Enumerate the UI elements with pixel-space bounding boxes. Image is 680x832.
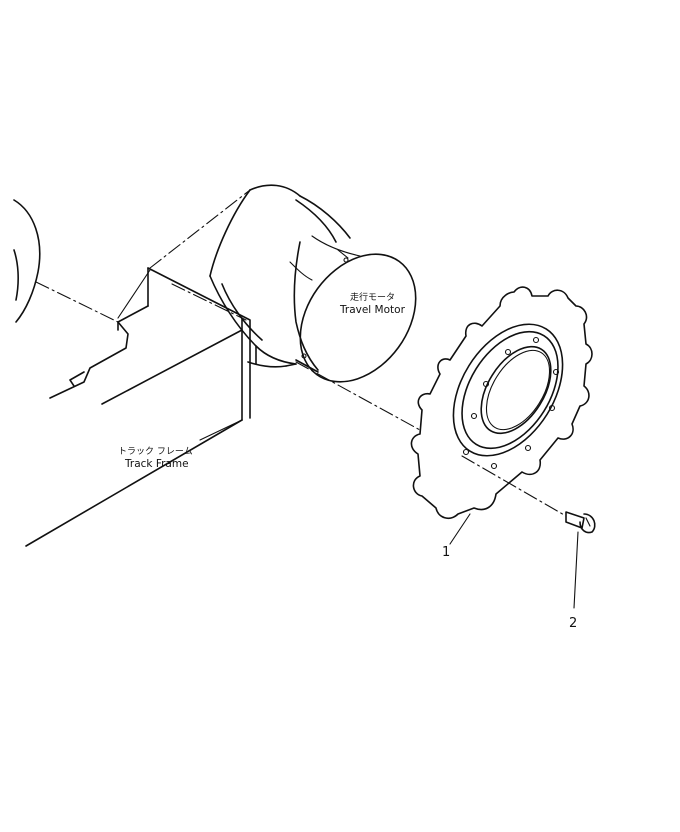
idler-partial bbox=[13, 199, 41, 323]
bolt bbox=[565, 511, 596, 534]
leader-line-track-frame bbox=[199, 419, 243, 441]
track-frame-label-jp: トラック フレーム bbox=[118, 446, 193, 457]
leader-line-1 bbox=[449, 513, 471, 545]
travel-motor bbox=[209, 184, 417, 383]
track-frame bbox=[25, 267, 251, 547]
track-frame-label-en: Track Frame bbox=[124, 458, 189, 470]
callout-2: 2 bbox=[569, 616, 577, 631]
sprocket bbox=[410, 286, 593, 520]
center-lines bbox=[35, 189, 567, 517]
travel-motor-label-en: Travel Motor bbox=[339, 304, 406, 316]
leader-line-2 bbox=[573, 531, 579, 609]
callout-1: 1 bbox=[442, 545, 450, 560]
travel-motor-label-jp: 走行モータ bbox=[350, 291, 395, 303]
